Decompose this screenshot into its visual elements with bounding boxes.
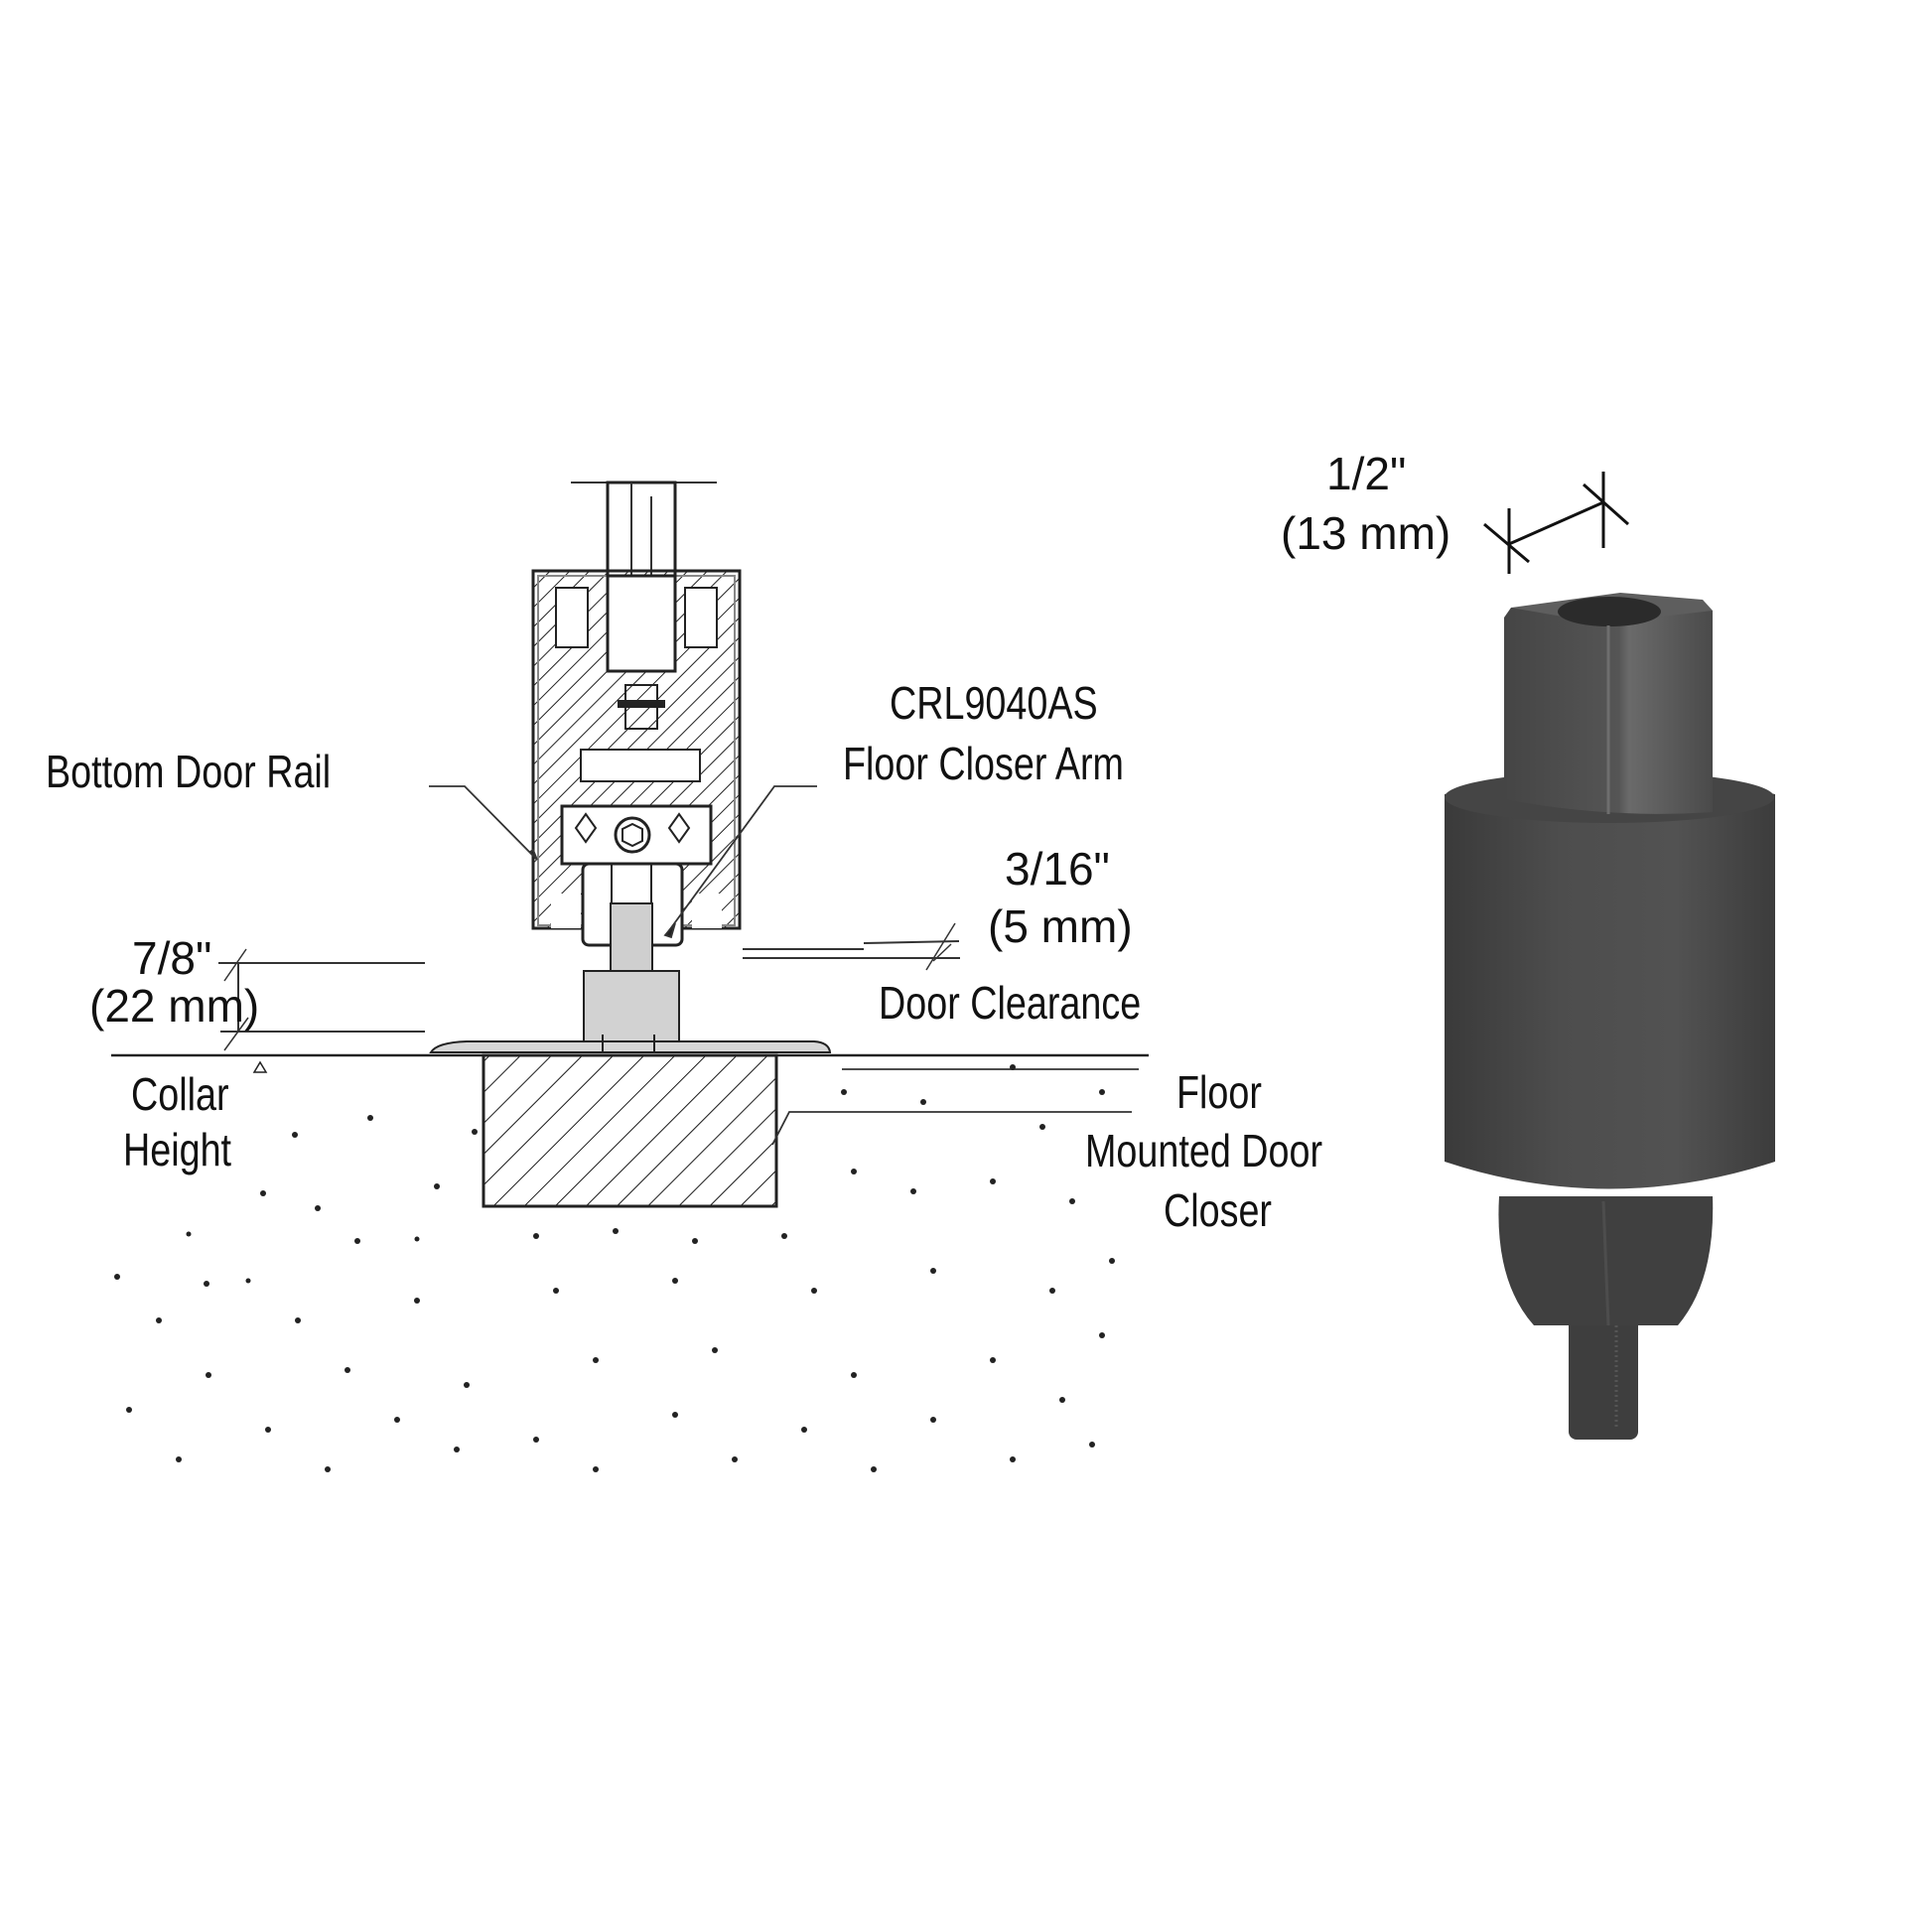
product-width-dimension <box>1483 472 1629 574</box>
closer-label-line1: Floor <box>1176 1066 1262 1118</box>
arm-name-label: Floor Closer Arm <box>843 738 1124 789</box>
clearance-inch-label: 3/16" <box>1005 843 1110 895</box>
closer-label-line2: Mounted Door <box>1085 1125 1323 1176</box>
collar-mm-label: (22 mm) <box>89 980 260 1032</box>
clearance-mm-label: (5 mm) <box>988 900 1133 952</box>
product-dimension-mm: (13 mm) <box>1281 507 1451 559</box>
collar <box>583 970 680 1043</box>
door-clearance-label: Door Clearance <box>879 977 1142 1029</box>
cover-plate <box>429 1040 832 1053</box>
concrete-speckle <box>114 1060 1115 1472</box>
product-spindle-image <box>1445 593 1775 1440</box>
product-dimension-inch: 1/2" <box>1326 448 1407 499</box>
closer-label-line3: Closer <box>1164 1184 1273 1236</box>
arm-part-number-label: CRL9040AS <box>890 677 1098 729</box>
door-clearance-dimension <box>743 922 960 971</box>
collar-label-line1: Collar <box>131 1068 229 1120</box>
collar-height-dimension <box>218 948 425 1051</box>
leader-lines <box>429 785 1139 1146</box>
collar-inch-label: 7/8" <box>132 932 212 984</box>
floor-closer-body <box>482 1053 778 1208</box>
bottom-door-rail <box>531 569 742 972</box>
collar-label-line2: Height <box>123 1124 232 1175</box>
bottom-door-rail-label: Bottom Door Rail <box>46 746 332 797</box>
